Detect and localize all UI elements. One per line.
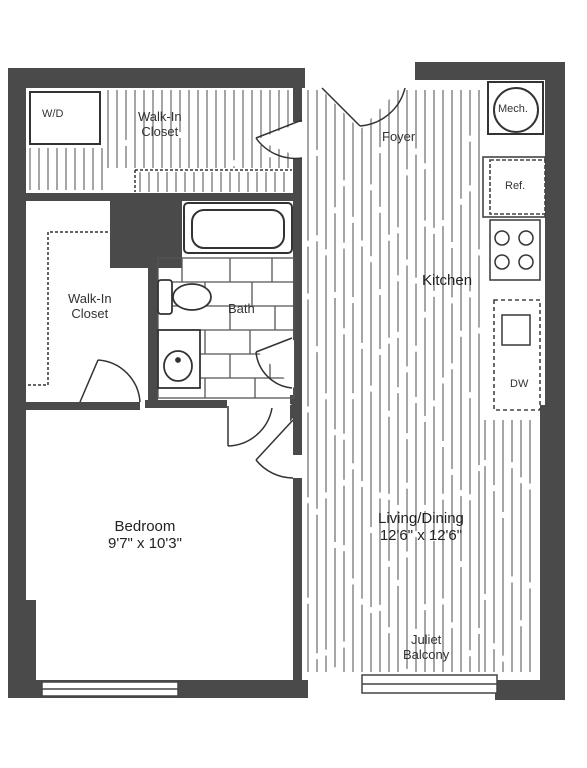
entry-door <box>320 87 406 130</box>
bath-label: Bath <box>228 301 255 316</box>
bath-sink <box>157 329 201 389</box>
interior-walls <box>20 88 548 688</box>
ref-label: Ref. <box>505 180 526 192</box>
bedroom-label: Bedroom 9'7" x 10'3" <box>108 518 182 553</box>
toilet <box>157 279 212 315</box>
bedroom-door <box>227 404 292 447</box>
mech-closet <box>487 81 544 135</box>
mech-label: Mech. <box>498 103 528 115</box>
kitchen-label: Kitchen <box>422 272 473 289</box>
kitchen-counter <box>482 156 546 411</box>
windows <box>41 674 498 697</box>
stove-burners <box>494 230 534 270</box>
bath-door <box>255 337 294 389</box>
wood-floor-pattern <box>29 90 531 672</box>
foyer-label: Foyer <box>382 129 416 144</box>
closet-shelves <box>28 169 292 386</box>
walkin-closet-top-label: Walk-In Closet <box>138 109 182 139</box>
living-dining-label: Living/Dining 12'6" x 12'6" <box>378 510 464 545</box>
washer-dryer-unit <box>29 91 101 145</box>
wd-label: W/D <box>42 108 64 120</box>
foyer-door <box>255 119 303 160</box>
juliet-balcony-label: Juliet Balcony <box>403 632 450 662</box>
living-door <box>255 418 294 479</box>
walkin-closet-left-label: Walk-In Closet <box>68 291 112 321</box>
dw-label: DW <box>510 378 529 390</box>
bathtub <box>183 202 293 254</box>
closet-door <box>78 358 141 403</box>
